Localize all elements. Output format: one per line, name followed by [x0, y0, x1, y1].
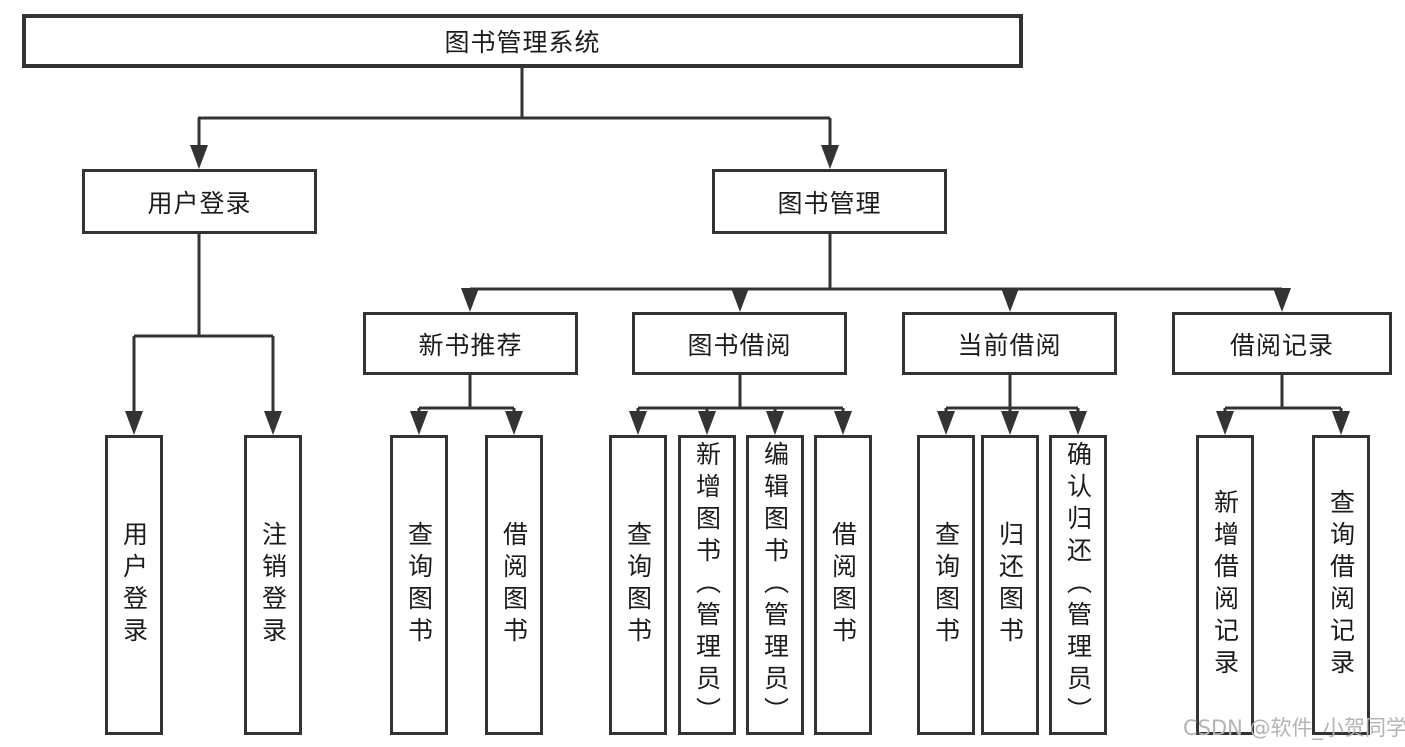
node-label: 图书借阅	[687, 330, 792, 360]
arrowhead-icon	[1216, 411, 1234, 435]
arrowhead-icon	[125, 411, 143, 435]
leaf-recommend-query-books: 查询图书	[390, 435, 448, 735]
node-borrow-records: 借阅记录	[1172, 312, 1392, 375]
arrowhead-icon	[410, 411, 428, 435]
edge-book-mgmt-to-level3	[470, 234, 1282, 291]
node-label: 图书管理	[777, 188, 882, 218]
node-label: 查询图书	[931, 521, 961, 649]
node-label: 确认归还（管理员）	[1063, 441, 1093, 729]
node-current-borrow: 当前借阅	[902, 312, 1117, 375]
node-label: 当前借阅	[957, 330, 1062, 360]
node-book-borrow: 图书借阅	[632, 312, 847, 375]
leaf-query-borrow-record: 查询借阅记录	[1312, 435, 1370, 735]
node-label: 新书推荐	[418, 330, 523, 360]
edge-book-borrow-to-leaves	[636, 375, 845, 414]
node-label: 用户登录	[147, 188, 252, 218]
arrowhead-icon	[731, 288, 749, 312]
node-label: 查询图书	[623, 521, 653, 649]
node-label: 用户登录	[119, 521, 149, 649]
edge-current-borrow-to-leaves	[944, 375, 1080, 414]
leaf-add-books-admin: 新增图书（管理员）	[678, 435, 736, 735]
arrowhead-icon	[834, 411, 852, 435]
node-label: 新增图书（管理员）	[692, 441, 722, 729]
leaf-edit-books-admin: 编辑图书（管理员）	[746, 435, 804, 735]
arrowhead-icon	[1001, 411, 1019, 435]
node-user-login: 用户登录	[82, 169, 317, 234]
node-label: 图书管理系统	[444, 28, 601, 57]
leaf-logout: 注销登录	[244, 435, 302, 735]
node-label: 借阅图书	[828, 521, 858, 649]
leaf-current-query-books: 查询图书	[917, 435, 975, 735]
arrowhead-icon	[766, 411, 784, 435]
arrowhead-icon	[1069, 411, 1087, 435]
arrowheads	[125, 145, 1350, 435]
leaf-return-books: 归还图书	[981, 435, 1039, 735]
edge-new-book-rec-to-leaves	[417, 375, 516, 414]
arrowhead-icon	[264, 411, 282, 435]
arrowhead-icon	[1273, 288, 1291, 312]
node-label: 借阅记录	[1229, 330, 1334, 360]
arrowhead-icon	[1001, 288, 1019, 312]
leaf-borrow-books: 借阅图书	[814, 435, 872, 735]
node-system-root: 图书管理系统	[22, 14, 1023, 68]
edge-user-login-to-leaves	[132, 234, 275, 414]
arrowhead-icon	[505, 411, 523, 435]
node-new-book-recommend: 新书推荐	[363, 312, 578, 375]
arrowhead-icon	[698, 411, 716, 435]
node-book-management: 图书管理	[712, 169, 947, 234]
node-label: 借阅图书	[499, 521, 529, 649]
edge-borrow-records-to-leaves	[1223, 375, 1343, 414]
arrowhead-icon	[190, 145, 208, 169]
leaf-user-login: 用户登录	[105, 435, 163, 735]
arrowhead-icon	[629, 411, 647, 435]
node-label: 查询借阅记录	[1326, 489, 1356, 681]
arrowhead-icon	[937, 411, 955, 435]
node-label: 新增借阅记录	[1210, 489, 1240, 681]
edge-root-to-level2	[197, 68, 832, 150]
node-label: 归还图书	[995, 521, 1025, 649]
node-label: 查询图书	[404, 521, 434, 649]
node-label: 注销登录	[258, 521, 288, 649]
csdn-watermark: CSDN @软件_小贺同学	[1183, 716, 1405, 740]
arrowhead-icon	[821, 145, 839, 169]
leaf-borrow-query-books: 查询图书	[609, 435, 667, 735]
arrowhead-icon	[1332, 411, 1350, 435]
leaf-add-borrow-record: 新增借阅记录	[1196, 435, 1254, 735]
leaf-recommend-borrow-books: 借阅图书	[485, 435, 543, 735]
node-label: 编辑图书（管理员）	[760, 441, 790, 729]
arrowhead-icon	[461, 288, 479, 312]
leaf-confirm-return-admin: 确认归还（管理员）	[1049, 435, 1107, 735]
